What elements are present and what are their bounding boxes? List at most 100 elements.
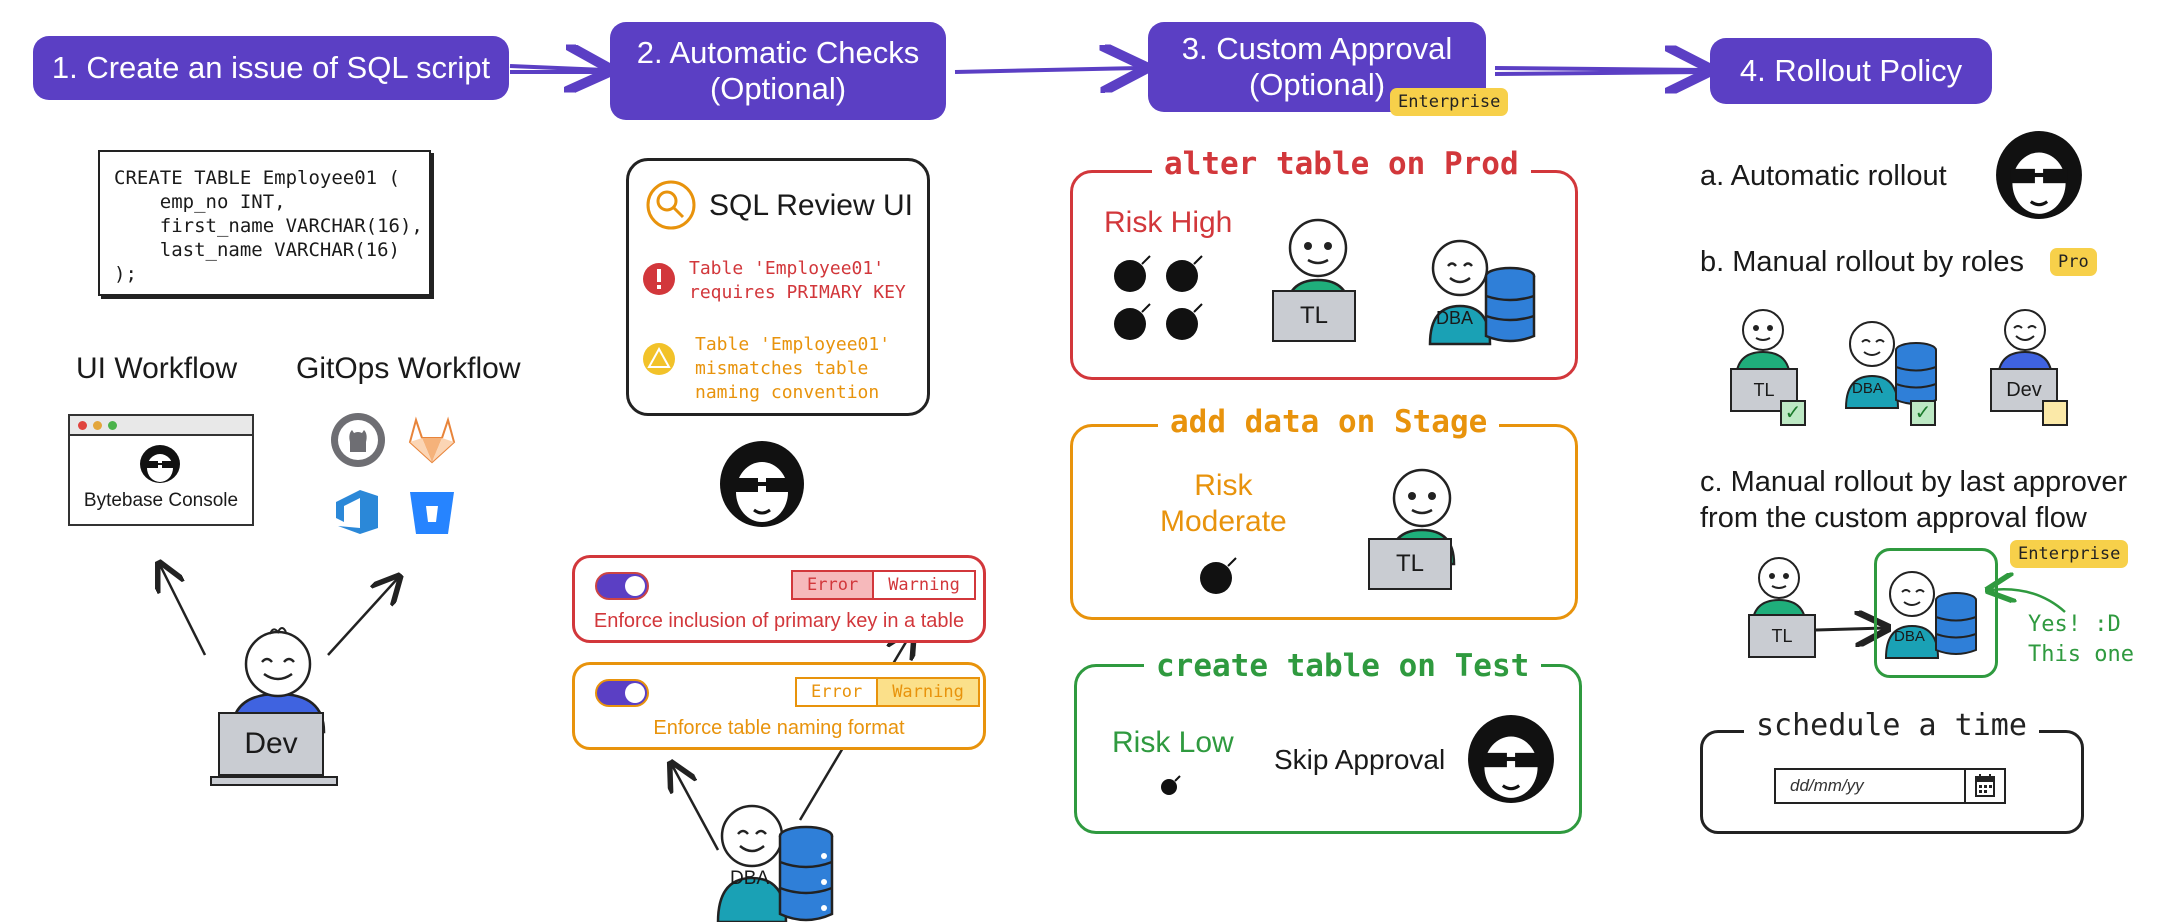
pro-badge: Pro	[2050, 248, 2097, 276]
dba-approver-icon	[1884, 571, 1977, 659]
step-1-label: 1. Create an issue of SQL script	[51, 50, 491, 85]
arrow-dba-to-rule	[672, 765, 720, 851]
rollout-c-line1: c. Manual rollout by last approver	[1700, 466, 2128, 498]
enterprise-badge-rollout: Enterprise	[2010, 540, 2129, 568]
error-icon	[643, 263, 675, 295]
bitbucket-icon[interactable]	[404, 484, 460, 540]
rule1-toggle[interactable]	[595, 572, 649, 600]
database-icon	[778, 825, 834, 922]
step-arrow-2-3	[954, 68, 1140, 72]
step-3-optional: (Optional)	[1248, 67, 1386, 102]
dev-laptop-base	[210, 776, 338, 786]
tl-checkbox-checked[interactable]: ✓	[1780, 400, 1806, 426]
close-dot-icon	[78, 420, 87, 430]
primary-key-rule: Error Warning Enforce inclusion of prima…	[572, 555, 986, 643]
step-2-header: 2. Automatic Checks (Optional)	[610, 22, 946, 120]
step-arrow-3-4	[1494, 68, 1705, 74]
maximize-dot-icon	[108, 420, 117, 430]
step-2-title: 2. Automatic Checks	[636, 35, 920, 70]
rule2-label: Enforce table naming format	[653, 717, 905, 739]
skip-approval-label: Skip Approval	[1274, 744, 1446, 775]
github-icon[interactable]	[330, 412, 386, 468]
tl-approver-laptop: TL	[1748, 614, 1816, 658]
enterprise-badge-step3: Enterprise	[1390, 88, 1509, 116]
dba-role-label: DBA	[1852, 380, 1883, 397]
calendar-button[interactable]	[1964, 770, 2004, 802]
search-icon	[646, 180, 696, 230]
rule1-warning-option[interactable]: Warning	[874, 570, 976, 600]
test-risk-label: Risk Low	[1112, 726, 1234, 759]
dev-label: Dev	[244, 727, 298, 760]
bomb-icons-high	[1114, 255, 1203, 340]
yes-line1: Yes! :D	[2028, 612, 2121, 637]
console-label: Bytebase Console	[83, 490, 239, 511]
date-placeholder: dd/mm/yy	[1790, 776, 1864, 795]
dba-approver-label: DBA	[1894, 628, 1925, 645]
dba-person-icon	[716, 804, 834, 922]
arrow-dev-to-gitops	[327, 578, 398, 656]
warning-icon	[643, 343, 675, 375]
sql-script-box: CREATE TABLE Employee01 ( emp_no INT, fi…	[98, 150, 431, 296]
arrow-dev-to-ui	[160, 565, 207, 656]
date-input[interactable]: dd/mm/yy	[1774, 768, 2006, 804]
bytebase-avatar-icon	[720, 441, 804, 527]
ui-workflow-label: UI Workflow	[76, 352, 238, 385]
rollout-c-line2: from the custom approval flow	[1700, 502, 2087, 534]
step-4-label: 4. Rollout Policy	[1739, 53, 1963, 88]
gitlab-icon[interactable]	[404, 412, 460, 468]
prod-approval-heading: alter table on Prod	[1152, 146, 1531, 182]
dev-laptop: Dev	[218, 712, 324, 776]
error-message: Table 'Employee01' requires PRIMARY KEY	[689, 258, 906, 303]
dba-role-icon	[1844, 321, 1937, 409]
minimize-dot-icon	[93, 420, 102, 430]
tl-role-label: TL	[1753, 379, 1775, 400]
dba-checkbox-checked[interactable]: ✓	[1910, 400, 1936, 426]
tl-approver-label: TL	[1771, 625, 1793, 646]
dba-label-col2: DBA	[730, 868, 770, 889]
step-3-title: 3. Custom Approval	[1181, 31, 1453, 66]
tl-laptop-stage: TL	[1368, 538, 1452, 590]
rule2-warning-option[interactable]: Warning	[878, 677, 980, 707]
bytebase-console-window[interactable]: Bytebase Console	[68, 414, 254, 526]
rule2-toggle[interactable]	[595, 679, 649, 707]
step-1-header: 1. Create an issue of SQL script	[33, 36, 509, 100]
bytebase-logo-icon	[140, 445, 180, 483]
window-titlebar	[70, 416, 252, 436]
stage-risk-line1: Risk	[1194, 469, 1253, 502]
azure-devops-icon[interactable]	[330, 484, 386, 540]
tl-label-stage: TL	[1395, 550, 1424, 577]
rollout-b-label: b. Manual rollout by roles	[1700, 246, 2024, 278]
bytebase-avatar-icon-rollout	[1996, 131, 2082, 219]
arrow-tl-to-dba-c	[1815, 628, 1885, 630]
dev-role-label: Dev	[2006, 378, 2042, 401]
rule1-label: Enforce inclusion of primary key in a ta…	[593, 610, 965, 632]
bytebase-avatar-icon-test	[1468, 715, 1554, 803]
schedule-heading: schedule a time	[1744, 708, 2039, 743]
dba-person-icon-prod	[1428, 239, 1536, 346]
test-approval-heading: create table on Test	[1144, 648, 1542, 684]
naming-format-rule: Error Warning Enforce table naming forma…	[572, 662, 986, 750]
last-approver-highlight	[1874, 548, 1998, 678]
step-2-optional: (Optional)	[709, 71, 847, 106]
dev-checkbox-unchecked[interactable]	[2042, 400, 2068, 426]
sql-review-title: SQL Review UI	[709, 189, 913, 222]
rule1-error-option[interactable]: Error	[791, 570, 875, 600]
gitops-workflow-label: GitOps Workflow	[296, 352, 521, 385]
yes-annotation: Yes! :D This one	[2028, 610, 2134, 670]
tl-label-prod: TL	[1299, 302, 1328, 329]
rule2-level-selector: Error Warning	[795, 677, 980, 707]
stage-approval-heading: add data on Stage	[1158, 404, 1500, 440]
prod-risk-label: Risk High	[1104, 206, 1233, 239]
arrow-yes	[1990, 589, 2066, 613]
rollout-a-label: a. Automatic rollout	[1700, 160, 1947, 192]
calendar-icon	[1975, 774, 1995, 797]
stage-risk-label: Risk Moderate	[1160, 468, 1287, 540]
rule2-error-option[interactable]: Error	[795, 677, 879, 707]
rule1-level-selector: Error Warning	[791, 570, 976, 600]
step-4-header: 4. Rollout Policy	[1710, 38, 1992, 104]
dba-label-prod: DBA	[1436, 308, 1474, 328]
bomb-icon-moderate	[1200, 557, 1237, 594]
tl-laptop: TL	[1272, 290, 1356, 342]
rollout-c-label: c. Manual rollout by last approver from …	[1700, 464, 2127, 536]
yes-line2: This one	[2028, 642, 2134, 667]
